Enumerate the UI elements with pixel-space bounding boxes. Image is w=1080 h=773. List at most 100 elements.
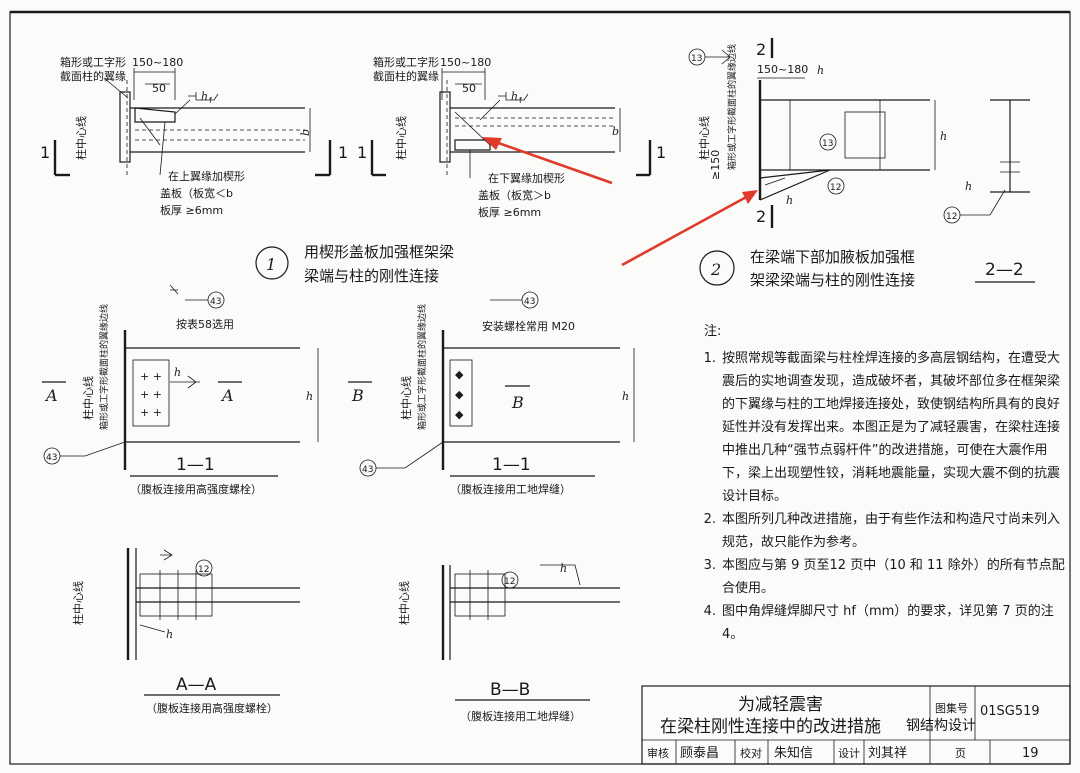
svg-text:柱中心线: 柱中心线 (71, 581, 85, 625)
svg-text:12: 12 (504, 577, 515, 587)
bolt-marks: + + (140, 388, 162, 401)
svg-text:架梁梁端与柱的刚性连接: 架梁梁端与柱的刚性连接 (750, 271, 915, 289)
note-text: 按照常规等截面梁与柱栓焊连接的多高层钢结构，在遭受大震后的实地调查发现，造成破坏… (722, 351, 1061, 504)
svg-text:在下翼缘加楔形: 在下翼缘加楔形 (488, 172, 565, 185)
svg-text:13: 13 (822, 139, 833, 149)
section-bb: 12 h 柱中心线 B—B （腹板连接用工地焊缝） (397, 562, 620, 723)
svg-text:（腹板连接用工地焊缝）: （腹板连接用工地焊缝） (460, 709, 581, 723)
svg-text:按表58选用: 按表58选用 (176, 317, 234, 331)
note-item: 1. 按照常规等截面梁与柱栓焊连接的多高层钢结构，在遭受大震后的实地调查发现，造… (700, 347, 1070, 508)
svg-text:A: A (44, 386, 58, 405)
svg-text:12: 12 (198, 565, 209, 575)
svg-text:h: h (306, 390, 313, 403)
svg-text:43: 43 (362, 465, 373, 475)
svg-text:f: f (519, 96, 522, 105)
svg-text:箱形或工字形截面柱的翼缘边线: 箱形或工字形截面柱的翼缘边线 (98, 304, 110, 430)
svg-text:B—B: B—B (490, 680, 530, 700)
svg-text:◆: ◆ (455, 388, 464, 401)
note-number: 4. (703, 604, 716, 619)
svg-text:1: 1 (338, 143, 348, 162)
svg-text:43: 43 (210, 297, 221, 307)
svg-text:B: B (511, 393, 524, 412)
svg-text:43: 43 (46, 453, 57, 463)
svg-text:梁端与柱的刚性连接: 梁端与柱的刚性连接 (304, 267, 439, 285)
svg-text:1: 1 (357, 143, 367, 162)
svg-text:150~180: 150~180 (132, 56, 183, 69)
svg-text:钢结构设计: 钢结构设计 (906, 718, 976, 734)
svg-text:在上翼缘加楔形: 在上翼缘加楔形 (168, 170, 245, 183)
svg-text:01SG519: 01SG519 (980, 704, 1040, 719)
red-arrowhead-lower (742, 190, 758, 204)
svg-text:h: h (166, 628, 173, 641)
svg-text:审核: 审核 (647, 746, 669, 760)
svg-text:2—2: 2—2 (985, 260, 1024, 280)
svg-text:刘其祥: 刘其祥 (868, 746, 907, 761)
svg-text:h: h (786, 194, 793, 207)
svg-text:B: B (351, 386, 364, 405)
notes-heading: 注: (704, 324, 722, 339)
svg-text:50: 50 (462, 82, 476, 95)
svg-text:◆: ◆ (455, 408, 464, 421)
svg-text:h: h (817, 64, 824, 77)
detail2-title: 2 在梁端下部加腋板加强框 架梁梁端与柱的刚性连接 (699, 248, 915, 289)
svg-text:柱中心线: 柱中心线 (697, 116, 711, 160)
note-text: 本图应与第 9 页至12 页中（10 和 11 除外）的所有节点配合使用。 (722, 558, 1065, 596)
svg-text:安装螺栓常用 M20: 安装螺栓常用 M20 (482, 319, 575, 333)
svg-text:150~180: 150~180 (440, 56, 491, 69)
red-arrow-lower (621, 193, 751, 267)
svg-text:150~180: 150~180 (757, 63, 808, 76)
note-text: 图中角焊缝焊脚尺寸 hf（mm）的要求，详见第 7 页的注4。 (722, 604, 1054, 642)
svg-text:箱形或工字形: 箱形或工字形 (60, 55, 126, 69)
svg-text:柱中心线: 柱中心线 (394, 116, 408, 160)
note-item: 4. 图中角焊缝焊脚尺寸 hf（mm）的要求，详见第 7 页的注4。 (700, 600, 1070, 646)
svg-text:（腹板连接用高强度螺栓）: （腹板连接用高强度螺栓） (146, 701, 278, 715)
svg-text:12: 12 (946, 212, 957, 222)
svg-text:柱中心线: 柱中心线 (397, 581, 411, 625)
svg-text:≥150: ≥150 (709, 150, 722, 180)
title-block: 为减轻震害 在梁柱刚性连接中的改进措施 图集号 01SG519 钢结构设计 审核… (641, 685, 1071, 765)
svg-text:50: 50 (152, 82, 166, 95)
svg-text:h: h (201, 90, 208, 103)
svg-text:43: 43 (524, 297, 535, 307)
svg-text:截面柱的翼缘: 截面柱的翼缘 (60, 69, 126, 83)
svg-text:板厚 ≥6mm: 板厚 ≥6mm (160, 203, 223, 217)
svg-text:1: 1 (266, 255, 276, 274)
svg-text:12: 12 (830, 183, 841, 193)
svg-text:f: f (209, 96, 212, 105)
svg-text:为减轻震害: 为减轻震害 (738, 695, 823, 715)
svg-text:2: 2 (756, 40, 766, 59)
section11-right: 43 安装螺栓常用 M20 ◆ ◆ ◆ B B h 柱中心线 箱形或工字形截面柱… (348, 291, 635, 496)
svg-text:h: h (511, 90, 518, 103)
bolt-marks: + + (140, 370, 162, 383)
svg-text:b: b (299, 129, 312, 136)
svg-text:A—A: A—A (176, 675, 217, 695)
svg-text:1: 1 (40, 143, 50, 162)
detail1-left-drawing: 箱形或工字形 截面柱的翼缘 150~180 50 h f b 1 1 柱中心线 (40, 55, 348, 217)
note-text: 本图所列几种改进措施，由于有些作法和构造尺寸尚未列入规范，故只能作为参考。 (722, 512, 1061, 550)
svg-text:箱形或工字形: 箱形或工字形 (373, 55, 439, 69)
svg-text:1: 1 (656, 143, 666, 162)
detail2-drawing: 13 2 150~180 h 13 12 h ≥150 h 2 柱中心线 箱形或… (688, 38, 947, 228)
svg-text:图集号: 图集号 (935, 701, 968, 715)
svg-text:用楔形盖板加强框架梁: 用楔形盖板加强框架梁 (304, 243, 454, 261)
svg-text:在梁柱刚性连接中的改进措施: 在梁柱刚性连接中的改进措施 (660, 717, 881, 737)
red-annotation-arrows (482, 137, 758, 267)
svg-text:页: 页 (955, 747, 966, 760)
svg-text:（腹板连接用高强度螺栓）: （腹板连接用高强度螺栓） (130, 482, 262, 496)
svg-text:13: 13 (691, 54, 702, 64)
svg-text:板厚 ≥6mm: 板厚 ≥6mm (478, 205, 541, 219)
svg-text:顾泰昌: 顾泰昌 (680, 746, 719, 761)
svg-text:柱中心线: 柱中心线 (81, 376, 95, 420)
svg-text:校对: 校对 (740, 746, 762, 760)
note-item: 3. 本图应与第 9 页至12 页中（10 和 11 除外）的所有节点配合使用。 (700, 554, 1070, 600)
svg-text:A: A (220, 386, 234, 405)
svg-text:朱知信: 朱知信 (774, 745, 813, 761)
svg-text:h: h (965, 180, 972, 193)
section-aa: 12 h 柱中心线 A—A （腹板连接用高强度螺栓） (71, 548, 300, 715)
svg-text:h: h (622, 390, 629, 403)
bolt-marks: + + (140, 406, 162, 419)
section11-left: 43 按表58选用 + + + + + + h A A h 柱中心线 箱形或工字… (42, 284, 319, 496)
svg-text:h: h (560, 562, 567, 575)
